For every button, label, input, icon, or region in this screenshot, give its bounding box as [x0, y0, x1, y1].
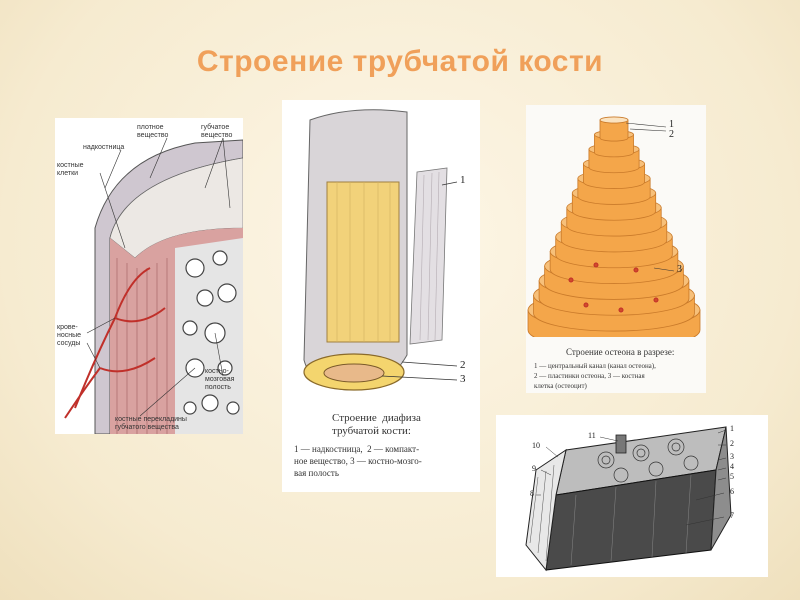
block-number-8: 8 — [530, 489, 534, 498]
block-number-5: 5 — [730, 472, 734, 481]
bone-block-panel: 1 2 3 4 5 6 7 8 9 10 11 — [496, 415, 768, 577]
diaphysis-number-1: 1 — [460, 174, 466, 186]
osteon-panel: 1 2 3 Строение остеона в разрезе: 1 — це… — [526, 105, 706, 393]
label-trabeculae: костные перекладины губчатого вещества — [115, 416, 187, 431]
label-periosteum: надкостница — [83, 144, 125, 151]
label-spongy-substance: губчатое вещество — [201, 124, 233, 139]
label-blood-vessels: крове- носные сосуды — [57, 324, 82, 347]
diaphysis-number-2: 2 — [460, 359, 466, 371]
slide-title: Строение трубчатой кости — [196, 45, 604, 78]
diaphysis-caption-title: Строение диафиза трубчатой кости: — [332, 412, 421, 437]
block-number-9: 9 — [532, 464, 536, 473]
label-marrow-cavity: костно- мозговая полость — [205, 368, 235, 391]
bone-section-illustration — [55, 118, 243, 434]
diaphysis-panel: 1 2 3 Строение диафиза трубчатой кости: … — [282, 100, 480, 492]
block-number-11: 11 — [588, 431, 596, 440]
bone-block-illustration — [525, 426, 732, 572]
block-number-10: 10 — [532, 441, 540, 450]
block-number-7: 7 — [730, 511, 734, 520]
bone-section-panel: плотное вещество губчатое вещество надко… — [55, 118, 243, 434]
diaphysis-illustration — [303, 109, 458, 391]
osteon-lamella — [599, 119, 629, 142]
osteon-number-1: 1 — [669, 119, 674, 130]
label-bone-cells: костные клетки — [57, 162, 84, 177]
osteon-caption-title: Строение остеона в разрезе: — [566, 347, 675, 357]
block-number-6: 6 — [730, 487, 734, 496]
osteon-illustration — [527, 116, 701, 337]
osteon-caption-body: 1 — центральный канал (канал остеона), 2… — [534, 362, 656, 390]
block-number-1: 1 — [730, 424, 734, 433]
block-number-3: 3 — [730, 452, 734, 461]
block-number-2: 2 — [730, 439, 734, 448]
diaphysis-number-3: 3 — [460, 373, 466, 385]
osteon-number-2: 2 — [669, 129, 674, 140]
osteon-lamella-edge — [599, 116, 629, 124]
label-dense-substance: плотное вещество — [137, 124, 169, 139]
osteon-number-3: 3 — [677, 264, 682, 275]
diaphysis-caption-body: 1 — надкостница, 2 — компакт- ное вещест… — [294, 444, 422, 478]
block-number-4: 4 — [730, 462, 734, 471]
